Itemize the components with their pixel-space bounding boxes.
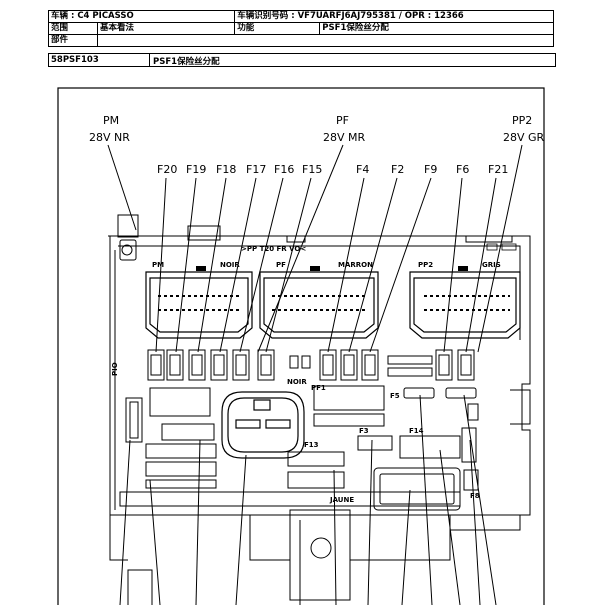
label-pm: PM xyxy=(103,114,119,127)
fuse-label-f20: F20 xyxy=(157,163,177,176)
diagram-title-row: 58PSF103 PSF1保险丝分配 xyxy=(48,53,556,67)
part-value xyxy=(97,34,554,47)
label-pf1: PF1 xyxy=(311,384,326,392)
fuse-labels: F20 F19 F18 F17 F16 F15 F4 F2 F9 F6 F21 xyxy=(157,163,508,176)
fuse-label-f18: F18 xyxy=(216,163,236,176)
label-pm-voltage: 28V NR xyxy=(89,131,130,144)
connector-pm xyxy=(145,271,253,339)
fuse-label-f6: F6 xyxy=(456,163,469,176)
leader-lines xyxy=(107,144,523,605)
connector-labels: PM NOIR PF MARRON PP2 GRIS xyxy=(152,261,501,269)
label-pp2: PP2 xyxy=(512,114,532,127)
label-pio: PIO xyxy=(111,362,119,376)
fuse-label-f4: F4 xyxy=(356,163,369,176)
connector-label-pm: PM xyxy=(152,261,164,269)
fuse-label-f19: F19 xyxy=(186,163,206,176)
relay-blocks xyxy=(125,355,479,511)
label-f8: F8 xyxy=(470,492,480,500)
fuse-label-f17: F17 xyxy=(246,163,266,176)
label-pf-voltage: 28V MR xyxy=(323,131,366,144)
connector-label-marron: MARRON xyxy=(338,261,373,269)
label-pf: PF xyxy=(336,114,349,127)
connector-pp2 xyxy=(409,271,521,339)
connector-pins xyxy=(158,295,510,311)
label-pp2-voltage: 28V GR xyxy=(503,131,545,144)
connector-label-gris: GRIS xyxy=(482,261,501,269)
board-text: >PP T20 FR VO< xyxy=(241,245,306,253)
diagram-code: 58PSF103 xyxy=(51,55,99,65)
part-label: 部件 xyxy=(48,34,98,47)
connector-pf xyxy=(259,271,379,339)
diagram-name: PSF1保险丝分配 xyxy=(153,57,220,67)
fuse-label-f16: F16 xyxy=(274,163,294,176)
label-f3: F3 xyxy=(359,427,369,435)
label-f5: F5 xyxy=(390,392,400,400)
connector-latches xyxy=(196,266,468,271)
diagram-frame xyxy=(57,87,545,605)
label-noir-inner: NOIR xyxy=(287,378,307,386)
label-jaune: JAUNE xyxy=(329,496,354,504)
header-table: 车辆 : C4 PICASSO 车辆识别号码 : VF7UARFJ6AJ7953… xyxy=(47,10,554,47)
fuse-label-f9: F9 xyxy=(424,163,437,176)
round-connector xyxy=(221,391,305,459)
fuse-label-f21: F21 xyxy=(488,163,508,176)
connector-label-noir: NOIR xyxy=(220,261,240,269)
fuse-label-f2: F2 xyxy=(391,163,404,176)
label-f13: F13 xyxy=(304,441,319,449)
small-icon-right xyxy=(486,243,517,251)
inner-labels: PIO NOIR PF1 F5 F3 F14 F13 F8 JAUNE xyxy=(111,362,480,504)
connectors xyxy=(145,271,521,339)
fuse-label-f15: F15 xyxy=(302,163,322,176)
connector-label-pf: PF xyxy=(276,261,286,269)
label-f14: F14 xyxy=(409,427,424,435)
connector-label-pp2: PP2 xyxy=(418,261,433,269)
